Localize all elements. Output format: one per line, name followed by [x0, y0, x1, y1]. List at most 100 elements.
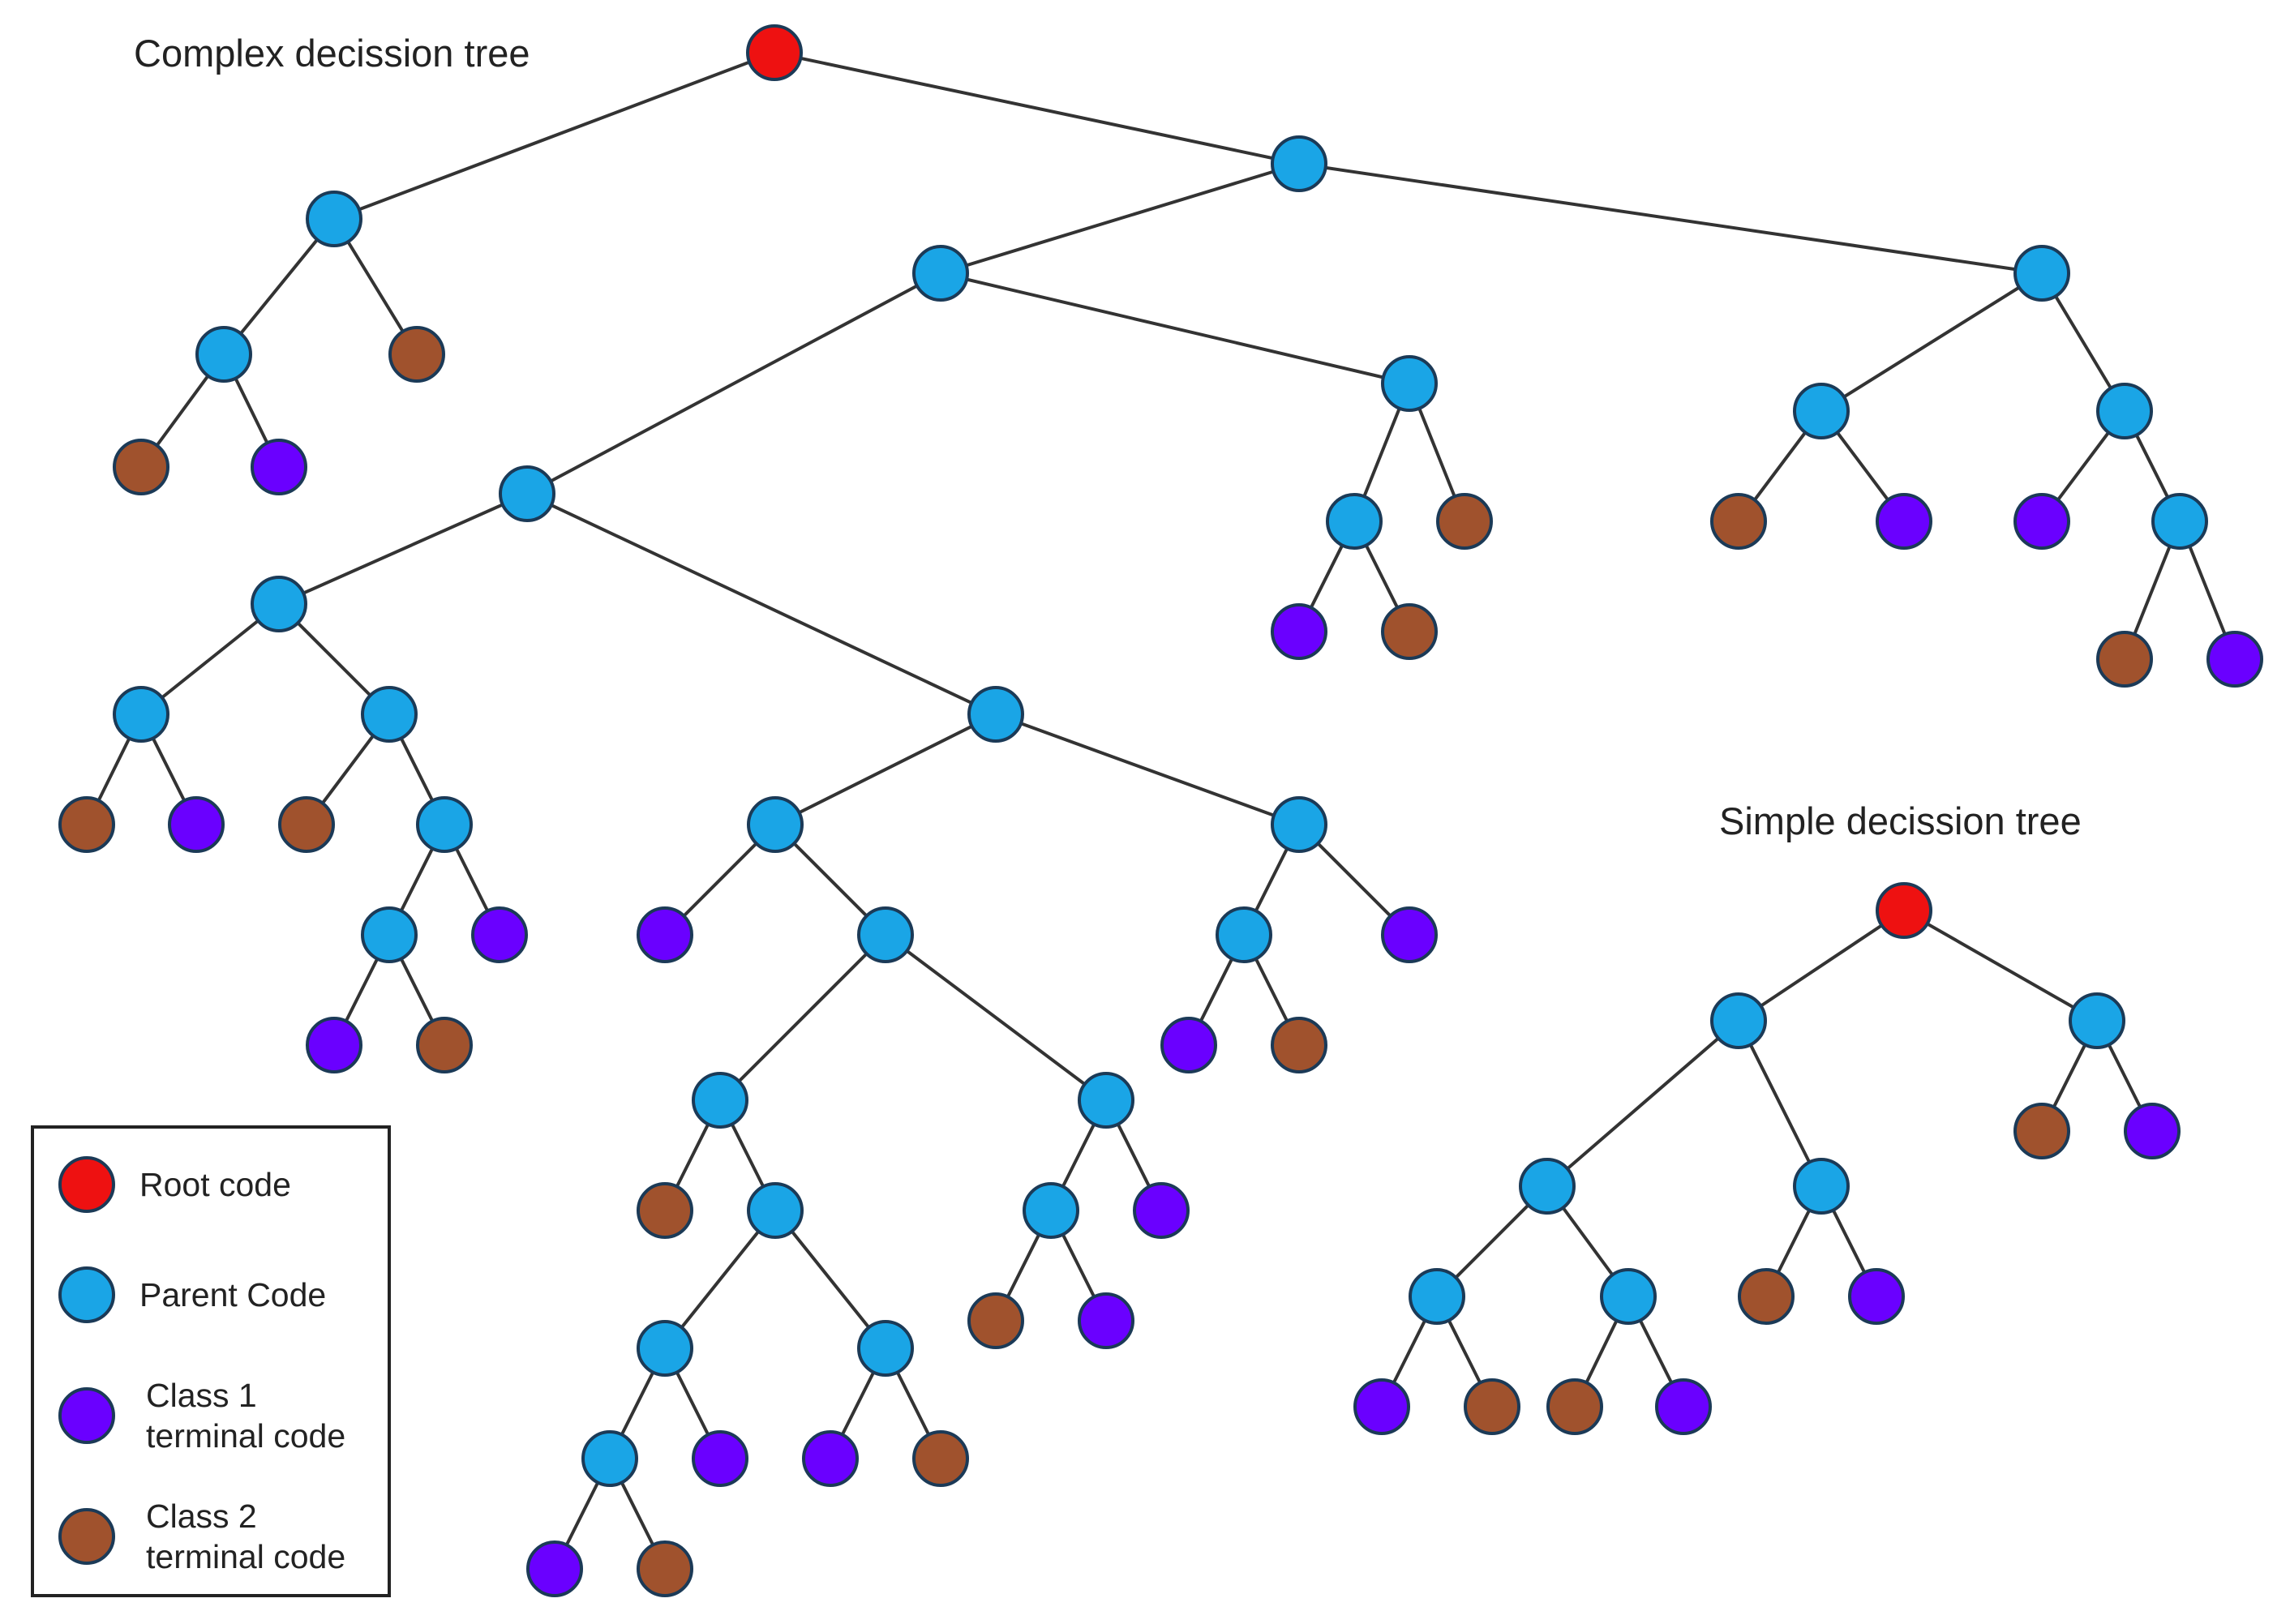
simple-tree-class1-node — [1848, 1268, 1905, 1325]
legend-class1-label: terminal code — [146, 1417, 345, 1455]
complex-tree-edge — [526, 492, 997, 716]
complex-tree-class1-node — [471, 906, 528, 963]
complex-tree-parent-node — [1381, 355, 1438, 412]
complex-tree-edge — [278, 492, 528, 606]
complex-tree-class1-node — [1160, 1017, 1217, 1073]
complex-tree-parent-node — [967, 686, 1024, 743]
complex-tree-parent-node — [1793, 383, 1850, 439]
complex-tree-class1-node — [306, 1017, 362, 1073]
complex-tree-parent-node — [912, 245, 969, 302]
complex-tree-parent-node — [581, 1430, 638, 1487]
tree-nodes — [58, 24, 2263, 1597]
complex-tree-parent-node — [195, 326, 252, 383]
complex-tree-parent-node — [2096, 383, 2153, 439]
simple-tree-parent-node — [1710, 992, 1767, 1049]
complex-tree-class1-node — [1381, 906, 1438, 963]
complex-tree-parent-node — [1271, 796, 1327, 853]
simple-tree-parent-node — [1793, 1158, 1850, 1215]
complex-tree-parent-node — [747, 796, 804, 853]
complex-tree-class2-node — [2096, 631, 2153, 688]
complex-tree-class2-node — [637, 1540, 693, 1597]
complex-tree-title: Complex decission tree — [134, 32, 530, 75]
complex-tree-class2-node — [1710, 493, 1767, 550]
complex-tree-class2-node — [1271, 1017, 1327, 1073]
legend-root-swatch — [58, 1156, 115, 1213]
complex-tree-class2-node — [637, 1182, 693, 1239]
complex-tree-class1-node — [637, 906, 693, 963]
complex-tree-class2-node — [113, 439, 169, 495]
simple-tree-class1-node — [1353, 1378, 1410, 1435]
complex-tree-parent-node — [361, 906, 418, 963]
complex-tree-class2-node — [416, 1017, 473, 1073]
simple-tree-class1-node — [1655, 1378, 1712, 1435]
simple-tree-class2-node — [1464, 1378, 1520, 1435]
complex-tree-parent-node — [857, 906, 914, 963]
complex-tree-edge — [774, 1209, 887, 1350]
simple-tree-edge — [1737, 1020, 1823, 1187]
complex-tree-class2-node — [1381, 603, 1438, 660]
complex-tree-parent-node — [1078, 1072, 1134, 1129]
complex-tree-parent-node — [2151, 493, 2208, 550]
simple-tree-parent-node — [1409, 1268, 1465, 1325]
complex-tree-edge — [526, 272, 941, 495]
simple-tree-parent-node — [1600, 1268, 1657, 1325]
complex-tree-parent-node — [692, 1072, 748, 1129]
complex-tree-parent-node — [857, 1320, 914, 1377]
legend-class2-label: Class 2 — [146, 1498, 257, 1535]
complex-tree-class1-node — [2206, 631, 2263, 688]
complex-tree-parent-node — [1216, 906, 1272, 963]
complex-tree-edge — [1298, 162, 2043, 275]
complex-tree-class1-node — [802, 1430, 859, 1487]
complex-tree-edge — [940, 162, 1300, 275]
complex-tree-edge — [139, 602, 281, 716]
complex-tree-class2-node — [912, 1430, 969, 1487]
simple-tree-class1-node — [2124, 1103, 2181, 1159]
simple-tree-edge — [1546, 1019, 1740, 1188]
simple-tree-class2-node — [1546, 1378, 1603, 1435]
complex-tree-parent-node — [361, 686, 418, 743]
complex-tree-parent-node — [499, 465, 555, 522]
complex-tree-parent-node — [747, 1182, 804, 1239]
legend-class1-label: Class 1 — [146, 1377, 257, 1414]
simple-tree-class2-node — [2013, 1103, 2070, 1159]
legend-class2-label: terminal code — [146, 1538, 345, 1575]
complex-tree-parent-node — [416, 796, 473, 853]
complex-tree-parent-node — [1271, 135, 1327, 192]
complex-tree-edge — [884, 933, 1108, 1102]
complex-tree-class1-node — [692, 1430, 748, 1487]
complex-tree-parent-node — [251, 576, 307, 632]
legend-class1-swatch — [58, 1387, 115, 1444]
complex-tree-edge — [995, 713, 1300, 826]
legend-class2-swatch — [58, 1508, 115, 1565]
complex-tree-parent-node — [2013, 245, 2070, 302]
complex-tree-parent-node — [113, 686, 169, 743]
simple-tree-edge — [1903, 909, 2098, 1022]
simple-tree-root-node — [1876, 882, 1932, 939]
simple-tree-title: Simple decission tree — [1719, 799, 2082, 842]
complex-tree-class2-node — [58, 796, 115, 853]
complex-tree-class2-node — [967, 1292, 1024, 1349]
legend-parent-swatch — [58, 1266, 115, 1323]
simple-tree-parent-node — [2069, 992, 2125, 1049]
complex-tree-parent-node — [1023, 1182, 1079, 1239]
legend-parent-label: Parent Code — [139, 1276, 326, 1313]
complex-tree-edge — [333, 51, 775, 221]
complex-tree-class2-node — [388, 326, 445, 383]
complex-tree-class1-node — [251, 439, 307, 495]
simple-tree-parent-node — [1519, 1158, 1576, 1215]
complex-tree-edge — [940, 272, 1410, 385]
complex-tree-class2-node — [1436, 493, 1493, 550]
complex-tree-class1-node — [1133, 1182, 1190, 1239]
legend-root-label: Root code — [139, 1166, 291, 1203]
complex-tree-parent-node — [306, 191, 362, 247]
complex-tree-class1-node — [168, 796, 225, 853]
complex-tree-class1-node — [526, 1540, 583, 1597]
complex-tree-parent-node — [1326, 493, 1383, 550]
simple-tree-edge — [1737, 909, 1906, 1022]
complex-tree-edge — [1820, 272, 2043, 413]
complex-tree-class1-node — [1271, 603, 1327, 660]
complex-tree-class1-node — [1876, 493, 1932, 550]
complex-tree-parent-node — [637, 1320, 693, 1377]
